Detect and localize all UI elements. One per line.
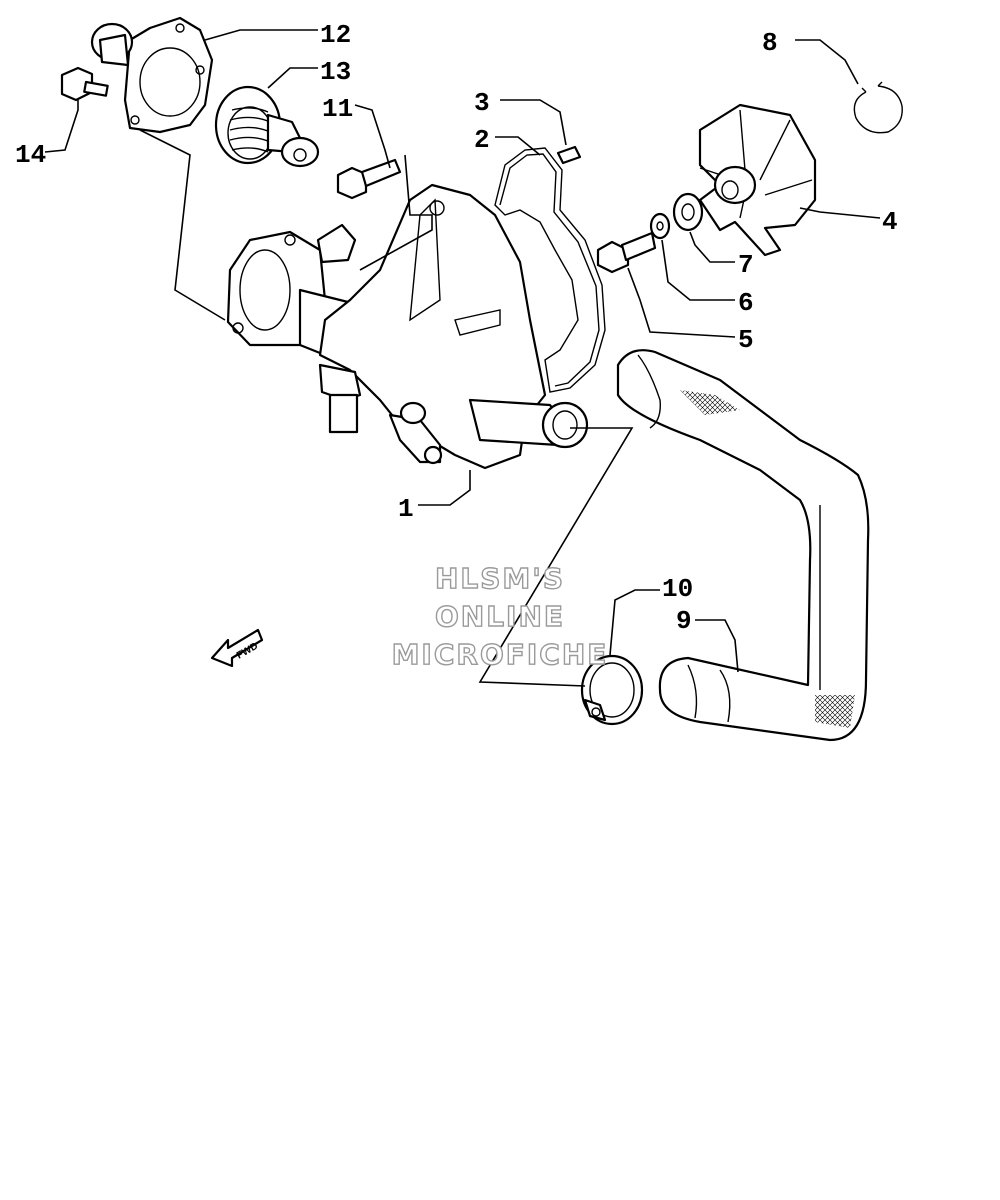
- callout-8: 8: [762, 28, 778, 58]
- bolt-14: [60, 66, 109, 102]
- leader-lines: [44, 29, 881, 687]
- callout-7: 7: [738, 250, 754, 280]
- washer: [649, 212, 671, 240]
- impeller: [698, 103, 817, 257]
- callout-12: 12: [320, 20, 351, 50]
- seal: [672, 192, 704, 232]
- watermark: HLSM'S ONLINE MICROFICHE: [391, 561, 609, 671]
- callout-11: 11: [322, 94, 353, 124]
- bolt-11: [336, 158, 402, 200]
- callout-6: 6: [738, 288, 754, 318]
- snap-ring: [853, 81, 903, 134]
- watermark-line-1: HLSM'S: [435, 562, 565, 595]
- fwd-arrow-icon: FWD: [210, 628, 264, 668]
- hose-clamp: [580, 654, 644, 726]
- bolt-5: [596, 231, 657, 274]
- callout-3: 3: [474, 88, 490, 118]
- callout-13: 13: [320, 57, 351, 87]
- callout-2: 2: [474, 125, 490, 155]
- water-pump-housing: [226, 183, 589, 470]
- callout-14: 14: [15, 140, 46, 170]
- thermostat-cover: [90, 16, 214, 134]
- thermostat: [214, 85, 320, 168]
- gasket: [494, 147, 606, 393]
- coolant-hose: [616, 349, 870, 742]
- watermark-line-2: ONLINE: [435, 600, 565, 633]
- watermark-line-3: MICROFICHE: [392, 638, 609, 671]
- callout-9: 9: [676, 606, 692, 636]
- callout-4: 4: [882, 207, 898, 237]
- callout-1: 1: [398, 494, 414, 524]
- callout-5: 5: [738, 325, 754, 355]
- callout-10: 10: [662, 574, 693, 604]
- dowel-pin: [556, 145, 582, 165]
